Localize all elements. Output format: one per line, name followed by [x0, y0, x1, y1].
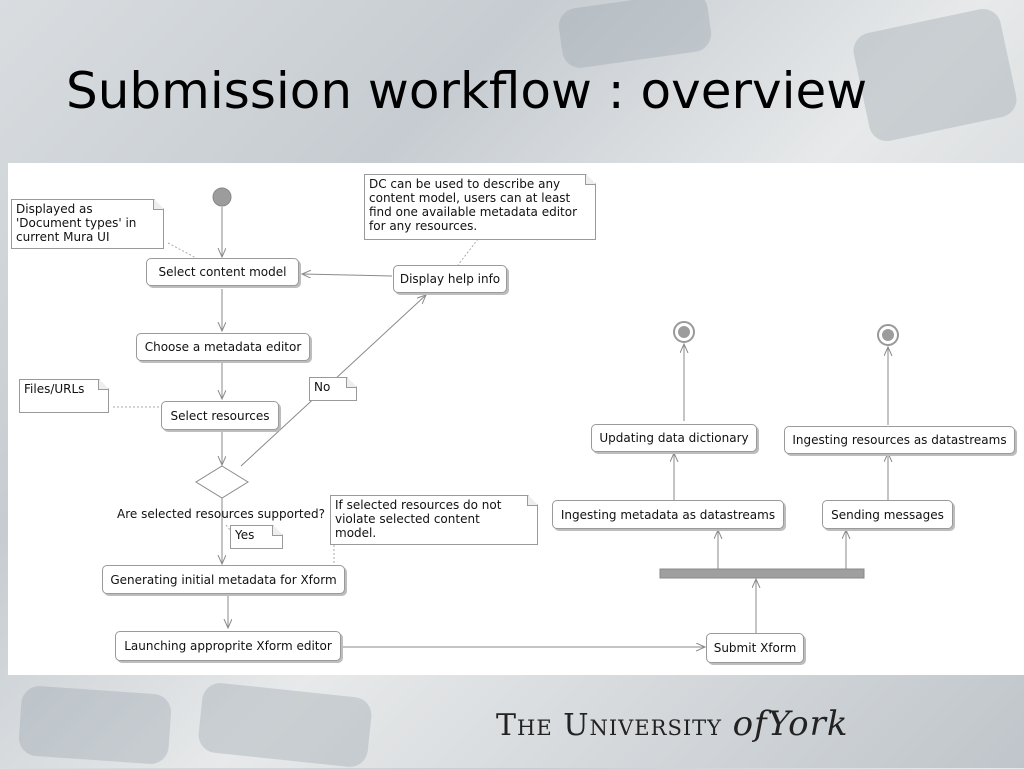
diagram-connectors	[113, 187, 899, 675]
action-ingesting-metadata: Ingesting metadata as datastreams	[552, 500, 784, 529]
note-line: find one available metadata editor	[369, 205, 578, 219]
background-key-shape	[17, 684, 173, 766]
note-files-urls: Files/URLs	[19, 379, 109, 413]
end-node-right	[877, 324, 899, 346]
note-line: for any resources.	[369, 219, 478, 233]
background-key-shape	[196, 681, 374, 769]
action-select-resources: Select resources	[161, 401, 279, 430]
action-submit-xform: Submit Xform	[706, 633, 804, 663]
action-select-content-model: Select content model	[146, 258, 299, 286]
logo-text-of: of	[732, 704, 768, 744]
note-document-types: Displayed as 'Document types' in current…	[11, 199, 164, 249]
action-choose-metadata-editor: Choose a metadata editor	[136, 333, 310, 361]
note-line: DC can be used to describe any	[369, 177, 561, 191]
note-dc-help: DC can be used to describe any content m…	[364, 174, 596, 240]
decision-label: Are selected resources supported?	[117, 507, 325, 521]
action-display-help-info: Display help info	[393, 265, 507, 293]
action-updating-data-dictionary: Updating data dictionary	[591, 424, 757, 452]
action-sending-messages: Sending messages	[822, 500, 953, 529]
decision-diamond	[195, 465, 249, 499]
note-line: If selected resources do not	[335, 498, 502, 512]
note-line: content model, users can at least	[369, 191, 571, 205]
action-ingesting-resources: Ingesting resources as datastreams	[784, 426, 1015, 454]
background-key-shape	[556, 0, 714, 71]
logo-text-name: York	[767, 704, 849, 744]
action-launching-xform-editor: Launching approprite Xform editor	[115, 631, 341, 661]
note-line: 'Document types' in	[16, 216, 137, 230]
note-line: model.	[335, 526, 377, 540]
action-generating-initial-metadata: Generating initial metadata for Xform	[102, 565, 345, 594]
note-not-violate: If selected resources do not violate sel…	[330, 495, 538, 545]
activity-diagram: Displayed as 'Document types' in current…	[8, 163, 1024, 675]
slide-title: Submission workflow : overview	[66, 62, 868, 120]
note-line: violate selected content	[335, 512, 480, 526]
note-no: No	[309, 377, 357, 401]
note-line: Files/URLs	[24, 382, 85, 396]
note-line: Displayed as	[16, 202, 93, 216]
fork-bar	[659, 568, 865, 579]
logo-text-prefix: The University	[496, 708, 723, 743]
note-yes: Yes	[230, 525, 283, 549]
note-line: Yes	[235, 528, 255, 542]
note-line: No	[314, 380, 331, 394]
background-key-shape	[850, 5, 1020, 145]
note-line: current Mura UI	[16, 230, 110, 244]
university-logo: The University ofYork	[496, 704, 848, 744]
end-node-left	[673, 321, 695, 343]
start-node	[212, 187, 232, 207]
